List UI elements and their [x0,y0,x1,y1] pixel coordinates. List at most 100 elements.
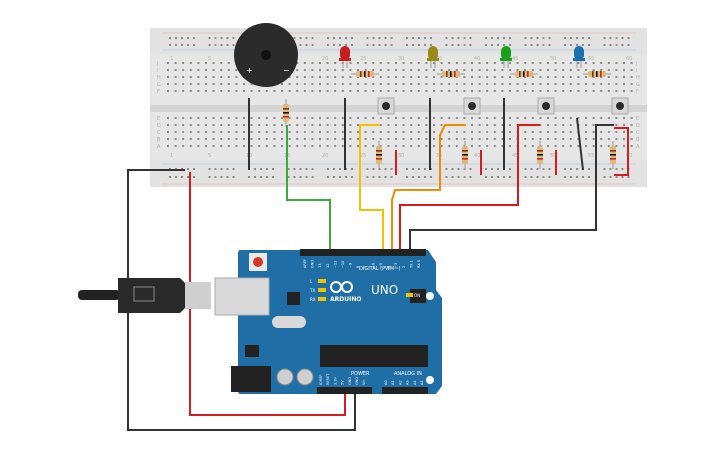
breadboard-hole [433,145,435,147]
rail-hole [187,176,189,178]
breadboard-hole [471,138,473,140]
breadboard-hole [493,145,496,147]
arduino-logo-icon [330,281,353,293]
breadboard-hole [600,117,603,119]
breadboard-hole [478,76,481,78]
column-number: 60 [626,56,632,62]
row-letter-right: C [636,130,640,136]
row-letter-right: D [636,123,640,129]
breadboard-hole [554,69,557,71]
breadboard-hole [410,124,413,126]
breadboard-hole [182,131,185,133]
breadboard-hole [486,69,489,71]
led-3 [500,46,512,68]
led-rim [500,58,512,61]
breadboard-hole [311,138,314,140]
breadboard-hole [493,83,496,85]
rail-hole [208,168,211,170]
rail-hole [497,168,499,170]
push-button-4[interactable] [611,97,629,115]
breadboard-hole [531,117,534,119]
breadboard-hole [562,90,565,92]
rail-hole [327,168,329,170]
rail-hole [418,168,420,170]
breadboard-hole [235,124,238,126]
breadboard-hole [509,69,511,71]
button-cap[interactable] [468,102,476,110]
breadboard-hole [531,76,534,78]
pin-label: A5 [420,380,424,385]
rail-hole [564,44,566,46]
breadboard-hole [303,117,306,119]
breadboard-hole [600,69,603,71]
rail-hole [530,37,533,39]
breadboard-hole [319,138,321,140]
breadboard-hole [341,83,344,85]
breadboard-hole [463,69,466,71]
rail-hole [536,176,539,178]
breadboard-hole [600,62,603,64]
breadboard-hole [235,69,238,71]
rail-hole [451,44,454,46]
breadboard-hole [615,69,618,71]
rail-hole [339,37,341,39]
breadboard-hole [486,83,489,85]
breadboard-hole [615,138,618,140]
breadboard-hole [592,124,595,126]
rail-hole [588,168,590,170]
push-button-3[interactable] [537,97,555,115]
breadboard-hole [220,117,223,119]
breadboard-hole [569,124,572,126]
leds [339,46,585,68]
breadboard-hole [288,83,291,85]
breadboard-hole [417,69,420,71]
breadboard-hole [592,117,595,119]
rail-hole [576,37,578,39]
breadboard-hole [174,131,177,133]
rail-hole [305,44,308,46]
breadboard-hole [349,124,352,126]
breadboard-hole [357,131,359,133]
breadboard-hole [402,83,405,85]
pin-label: ~5 [379,263,383,268]
breadboard-hole [410,76,413,78]
breadboard-hole [539,131,542,133]
breadboard-hole [334,90,337,92]
rail-hole [293,168,296,170]
breadboard-hole [319,69,321,71]
breadboard-hole [258,131,261,133]
push-button-2[interactable] [463,97,481,115]
breadboard-hole [448,117,451,119]
rail-hole [293,37,296,39]
breadboard-hole [478,138,481,140]
breadboard-hole [205,69,207,71]
breadboard-hole [569,117,572,119]
push-button-1[interactable] [377,97,395,115]
rail-hole [232,44,235,46]
rail-hole [457,37,460,39]
rail-hole [311,168,314,170]
button-cap[interactable] [616,102,624,110]
breadboard-hole [379,69,382,71]
rail-hole [327,44,329,46]
breadboard-hole [630,69,633,71]
breadboard-hole [364,69,367,71]
pin-label: 12 [326,264,330,268]
buzzer-minus-label: − [283,66,290,75]
breadboard-hole [235,138,238,140]
breadboard-hole [585,69,587,71]
breadboard-hole [303,131,306,133]
breadboard-hole [364,138,367,140]
resistor-button-1 [376,141,382,169]
breadboard-hole [600,138,603,140]
pin-label: A1 [391,380,395,385]
row-letter-right: F [636,89,639,95]
breadboard-hole [486,145,489,147]
breadboard-hole [379,138,382,140]
button-cap[interactable] [542,102,550,110]
reset-button-cap[interactable] [253,257,263,267]
breadboard-hole [448,62,451,64]
row-letter-left: I [157,68,158,74]
button-cap[interactable] [382,102,390,110]
